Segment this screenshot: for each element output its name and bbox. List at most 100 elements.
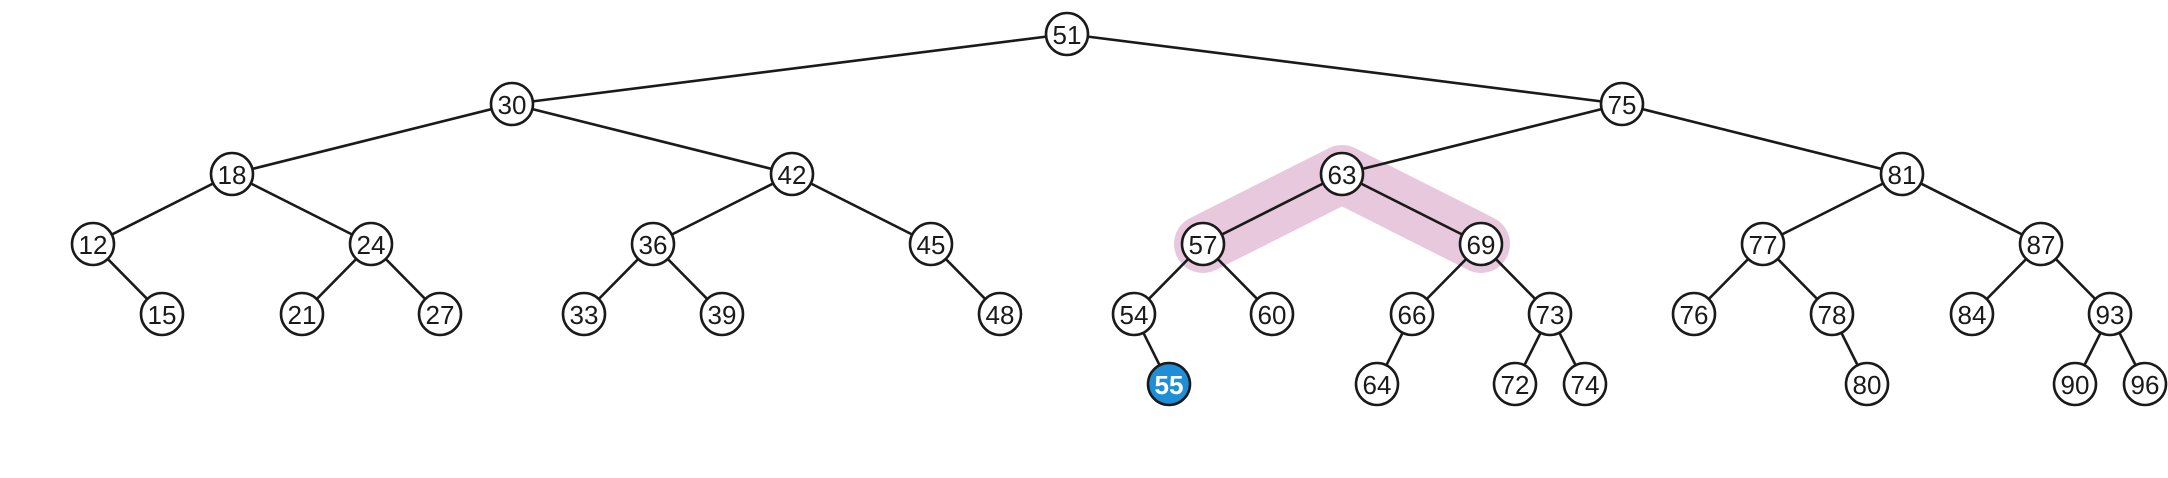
node-label: 73 xyxy=(1536,300,1565,330)
node-label: 55 xyxy=(1155,370,1184,400)
node-circle xyxy=(1319,151,1365,197)
node-circle xyxy=(1599,81,1645,127)
tree-node: 33 xyxy=(561,291,607,337)
tree-node: 60 xyxy=(1249,291,1295,337)
tree-node: 87 xyxy=(2018,221,2064,267)
tree-node: 93 xyxy=(2087,291,2133,337)
tree-node: 24 xyxy=(348,221,394,267)
node-circle xyxy=(139,291,185,337)
edge-42-36 xyxy=(652,172,793,246)
node-circle xyxy=(977,291,1023,337)
node-circle xyxy=(489,81,535,127)
tree-node: 27 xyxy=(417,291,463,337)
node-circle xyxy=(1111,291,1157,337)
tree-node: 75 xyxy=(1599,81,1645,127)
node-circle xyxy=(908,221,954,267)
node-label: 24 xyxy=(357,230,386,260)
node-label: 51 xyxy=(1053,20,1082,50)
edge-63-69 xyxy=(1341,172,1482,246)
node-label: 63 xyxy=(1328,160,1357,190)
tree-node: 21 xyxy=(279,291,325,337)
node-label: 60 xyxy=(1258,300,1287,330)
edge-51-30 xyxy=(511,32,1068,106)
node-circle xyxy=(1354,361,1400,407)
node-label: 78 xyxy=(1818,300,1847,330)
node-circle xyxy=(417,291,463,337)
node-label: 30 xyxy=(498,90,527,120)
node-circle xyxy=(1146,361,1192,407)
node-label: 72 xyxy=(1501,370,1530,400)
node-layer: 51 30 75 18 42 63 81 12 24 36 45 57 69 77 87 15 21 27 33 39… xyxy=(70,11,2168,407)
tree-node-highlighted: 55 xyxy=(1146,361,1192,407)
node-circle xyxy=(2122,361,2168,407)
node-circle xyxy=(1671,291,1717,337)
node-label: 90 xyxy=(2061,370,2090,400)
node-label: 36 xyxy=(639,230,668,260)
tree-node: 73 xyxy=(1527,291,1573,337)
node-label: 96 xyxy=(2131,370,2160,400)
node-circle xyxy=(1740,221,1786,267)
node-label: 42 xyxy=(778,160,807,190)
tree-node: 51 xyxy=(1044,11,1090,57)
node-label: 93 xyxy=(2096,300,2125,330)
tree-node: 76 xyxy=(1671,291,1717,337)
tree-node: 57 xyxy=(1180,221,1226,267)
edge-18-12 xyxy=(92,172,233,246)
edge-75-81 xyxy=(1621,102,1903,176)
node-label: 12 xyxy=(79,230,108,260)
edge-51-75 xyxy=(1066,32,1623,106)
tree-node: 63 xyxy=(1319,151,1365,197)
node-label: 15 xyxy=(148,300,177,330)
tree-node: 90 xyxy=(2052,361,2098,407)
node-circle xyxy=(1949,291,1995,337)
node-circle xyxy=(1562,361,1608,407)
tree-node: 84 xyxy=(1949,291,1995,337)
node-circle xyxy=(1044,11,1090,57)
node-label: 69 xyxy=(1467,230,1496,260)
tree-node: 45 xyxy=(908,221,954,267)
node-label: 33 xyxy=(570,300,599,330)
node-label: 18 xyxy=(218,160,247,190)
edge-42-45 xyxy=(791,172,932,246)
node-label: 45 xyxy=(917,230,946,260)
tree-node: 81 xyxy=(1879,151,1925,197)
node-circle xyxy=(1879,151,1925,197)
node-circle xyxy=(561,291,607,337)
tree-node: 18 xyxy=(209,151,255,197)
edge-75-63 xyxy=(1341,102,1623,176)
tree-node: 42 xyxy=(769,151,815,197)
node-label: 27 xyxy=(426,300,455,330)
node-label: 87 xyxy=(2027,230,2056,260)
node-label: 80 xyxy=(1853,370,1882,400)
node-label: 39 xyxy=(708,300,737,330)
node-circle xyxy=(348,221,394,267)
tree-node: 48 xyxy=(977,291,1023,337)
node-circle xyxy=(1458,221,1504,267)
tree-node: 77 xyxy=(1740,221,1786,267)
node-label: 57 xyxy=(1189,230,1218,260)
node-label: 75 xyxy=(1608,90,1637,120)
tree-node: 54 xyxy=(1111,291,1157,337)
node-circle xyxy=(769,151,815,197)
tree-node: 36 xyxy=(630,221,676,267)
node-label: 48 xyxy=(986,300,1015,330)
node-circle xyxy=(2018,221,2064,267)
node-circle xyxy=(1180,221,1226,267)
node-circle xyxy=(1249,291,1295,337)
node-circle xyxy=(699,291,745,337)
node-circle xyxy=(1492,361,1538,407)
tree-node: 64 xyxy=(1354,361,1400,407)
edge-81-77 xyxy=(1762,172,1903,246)
node-circle xyxy=(2087,291,2133,337)
edge-30-18 xyxy=(231,102,513,176)
node-circle xyxy=(2052,361,2098,407)
node-circle xyxy=(1527,291,1573,337)
edge-30-42 xyxy=(511,102,793,176)
tree-node: 80 xyxy=(1844,361,1890,407)
node-label: 54 xyxy=(1120,300,1149,330)
node-circle xyxy=(279,291,325,337)
tree-node: 39 xyxy=(699,291,745,337)
node-label: 76 xyxy=(1680,300,1709,330)
